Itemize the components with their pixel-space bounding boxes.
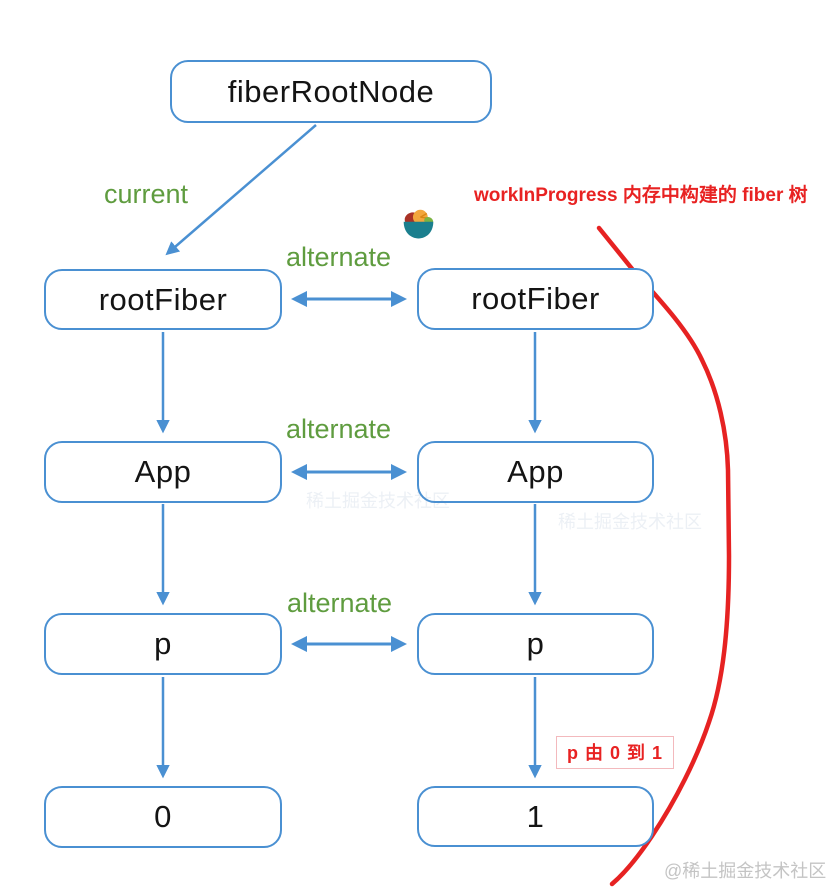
wip-tree-note: workInProgress 内存中构建的 fiber 树 bbox=[474, 185, 808, 206]
ghost-watermark: 稀土掘金技术社区 bbox=[306, 491, 450, 511]
node-current-0: 0 bbox=[44, 786, 282, 848]
node-wip-rootfiber: rootFiber bbox=[417, 268, 654, 330]
alternate-label-p: alternate bbox=[287, 588, 393, 618]
node-fiber-root: fiberRootNode bbox=[170, 60, 492, 123]
alternate-label-rootfiber: alternate bbox=[286, 242, 392, 272]
alternate-label-app: alternate bbox=[286, 414, 392, 444]
site-watermark: @稀土掘金技术社区 bbox=[664, 861, 827, 881]
node-current-p-label: p bbox=[154, 626, 172, 661]
node-current-app-label: App bbox=[134, 454, 192, 489]
ghost-watermark: 稀土掘金技术社区 bbox=[558, 512, 702, 532]
node-wip-1-label: 1 bbox=[526, 798, 545, 834]
current-edge-label: current bbox=[104, 179, 189, 209]
p-state-change-annotation: p 由 0 到 1 bbox=[556, 736, 675, 769]
edge-current-pointer bbox=[165, 124, 317, 256]
node-wip-p-label: p bbox=[526, 626, 545, 661]
node-wip-app: App bbox=[417, 441, 654, 503]
node-wip-1: 1 bbox=[417, 786, 654, 847]
fruit-bowl-icon bbox=[403, 209, 434, 239]
node-current-p: p bbox=[44, 613, 282, 675]
node-current-app: App bbox=[44, 441, 282, 503]
node-wip-app-label: App bbox=[507, 454, 564, 489]
node-wip-p: p bbox=[417, 613, 654, 675]
node-fiber-root-label: fiberRootNode bbox=[227, 73, 435, 109]
node-wip-rootfiber-label: rootFiber bbox=[471, 281, 600, 316]
node-current-rootfiber: rootFiber bbox=[44, 269, 282, 330]
node-current-rootfiber-label: rootFiber bbox=[98, 281, 228, 317]
node-current-0-label: 0 bbox=[154, 799, 172, 834]
